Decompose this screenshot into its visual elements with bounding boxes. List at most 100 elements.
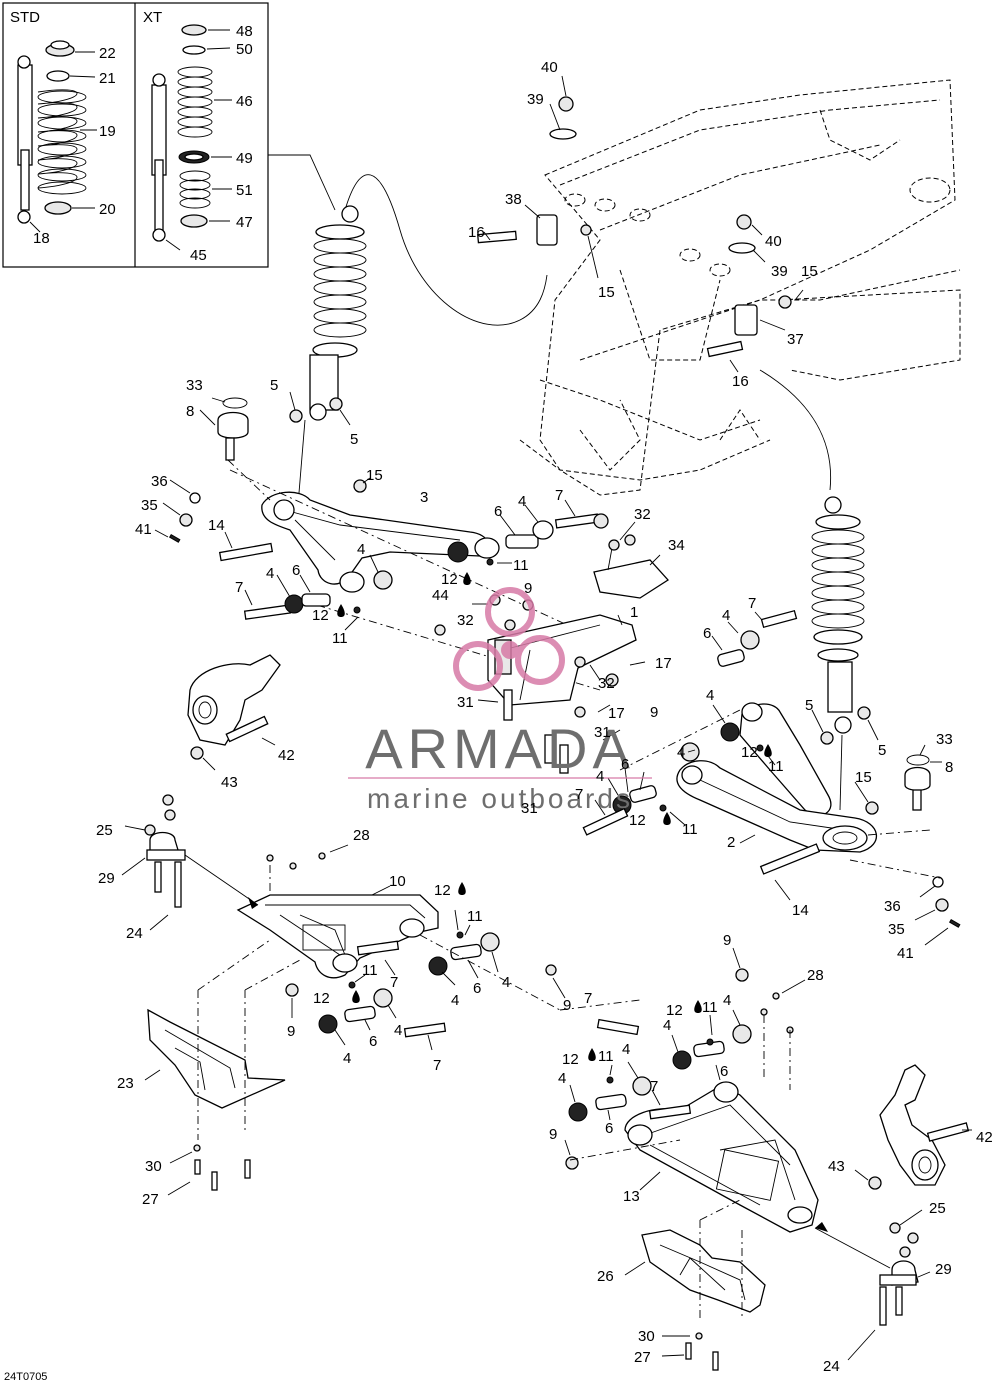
callout-32-top: 32 bbox=[634, 506, 651, 523]
callout-31-b: 31 bbox=[594, 724, 611, 741]
callout-24-right: 24 bbox=[823, 1358, 840, 1375]
callout-41-left: 41 bbox=[135, 521, 152, 538]
callout-41-right: 41 bbox=[897, 945, 914, 962]
callout-26: 26 bbox=[597, 1268, 614, 1285]
upper-mount-hardware bbox=[477, 96, 792, 358]
callout-27-right: 27 bbox=[634, 1349, 651, 1366]
callout-13: 13 bbox=[623, 1188, 640, 1205]
callout-11-lower-left-b: 11 bbox=[362, 962, 378, 979]
callout-7-lower-right-a: 7 bbox=[584, 990, 592, 1007]
callout-6-upper-left-b: 6 bbox=[292, 562, 300, 579]
callout-4-upper-left-b: 4 bbox=[357, 541, 365, 558]
left-ball-joint-lower bbox=[144, 794, 186, 908]
callout-28-right: 28 bbox=[807, 967, 824, 984]
callout-42-right: 42 bbox=[976, 1129, 993, 1146]
callout-12-right-a: 12 bbox=[741, 744, 758, 761]
callout-4-lower-left-a: 4 bbox=[451, 992, 459, 1009]
callout-7-right-b: 7 bbox=[575, 786, 583, 803]
callout-15-upper: 15 bbox=[598, 284, 615, 301]
armada-logo-icon bbox=[453, 587, 565, 691]
callout-5-right-a: 5 bbox=[805, 697, 813, 714]
callout-31-a: 31 bbox=[457, 694, 474, 711]
callout-18: 18 bbox=[33, 230, 50, 247]
callout-36-right: 36 bbox=[884, 898, 901, 915]
callout-35-right: 35 bbox=[888, 921, 905, 938]
callout-12-upper-left-a: 12 bbox=[441, 571, 458, 588]
callout-17-b: 17 bbox=[608, 705, 625, 722]
lower-left-a-arm bbox=[236, 894, 439, 979]
callout-44: 44 bbox=[432, 587, 449, 604]
callout-7-lower-left-a: 7 bbox=[390, 974, 398, 991]
xt-label: XT bbox=[143, 9, 162, 26]
callout-6-lower-left-b: 6 bbox=[369, 1033, 377, 1050]
callout-29-left: 29 bbox=[98, 870, 115, 887]
callout-22: 22 bbox=[99, 45, 116, 62]
upper-left-a-arm bbox=[261, 491, 500, 593]
callout-11-right-a: 11 bbox=[768, 758, 784, 775]
callout-11-right-b: 11 bbox=[682, 821, 698, 838]
callout-8-left: 8 bbox=[186, 403, 194, 420]
callout-21: 21 bbox=[99, 70, 116, 87]
callout-4-lower-right-b: 4 bbox=[663, 1017, 671, 1034]
callout-46: 46 bbox=[236, 93, 253, 110]
callout-49: 49 bbox=[236, 150, 253, 167]
part-callouts: 18 19 20 21 22 45 46 47 48 49 50 51 40 3… bbox=[33, 23, 993, 1375]
std-coil-spring bbox=[37, 89, 87, 195]
callout-6-lower-right-b: 6 bbox=[605, 1120, 613, 1137]
callout-30-left: 30 bbox=[145, 1158, 162, 1175]
callout-23: 23 bbox=[117, 1075, 134, 1092]
callout-19: 19 bbox=[99, 123, 116, 140]
callout-12-lower-left-a: 12 bbox=[434, 882, 451, 899]
callout-48: 48 bbox=[236, 23, 253, 40]
callout-4-upper-left-a: 4 bbox=[518, 493, 526, 510]
vehicle-frame-ghost bbox=[519, 79, 961, 496]
callout-9-lower-center: 9 bbox=[563, 997, 571, 1014]
left-shock-absorber bbox=[309, 205, 367, 421]
callout-33-right: 33 bbox=[936, 731, 953, 748]
callout-4-right-d: 4 bbox=[596, 768, 604, 785]
upper-left-ball-joint bbox=[217, 397, 249, 461]
callout-50: 50 bbox=[236, 41, 253, 58]
callout-4-right-c: 4 bbox=[677, 744, 685, 761]
watermark-brand: ARMADA bbox=[365, 717, 635, 780]
callout-11-upper-left-a: 11 bbox=[513, 557, 529, 574]
callout-9-upper-center: 9 bbox=[524, 580, 532, 597]
callout-37: 37 bbox=[787, 331, 804, 348]
callout-45: 45 bbox=[190, 247, 207, 264]
right-shock-absorber bbox=[811, 496, 865, 734]
lower-right-a-arm bbox=[676, 760, 878, 853]
callout-4-lower-right-d: 4 bbox=[558, 1070, 566, 1087]
callout-6-lower-left-a: 6 bbox=[473, 980, 481, 997]
callout-6-right-b: 6 bbox=[621, 756, 629, 773]
lower-right-lower-a-arm bbox=[624, 1081, 819, 1233]
callout-40-upper: 40 bbox=[541, 59, 558, 76]
callout-29-right: 29 bbox=[935, 1261, 952, 1278]
upper-right-a-arm bbox=[739, 702, 832, 816]
xt-coil-springs bbox=[177, 66, 213, 209]
callout-42-left: 42 bbox=[278, 747, 295, 764]
callout-7-lower-right-b: 7 bbox=[650, 1078, 658, 1095]
callout-25-right: 25 bbox=[929, 1200, 946, 1217]
callout-17-a: 17 bbox=[655, 655, 672, 672]
callout-11-lower-right-a: 11 bbox=[702, 999, 718, 1016]
std-spring-retainers bbox=[44, 40, 75, 215]
callout-7-right-a: 7 bbox=[748, 595, 756, 612]
callout-12-right-b: 12 bbox=[629, 812, 646, 829]
callout-11-lower-left-a: 11 bbox=[467, 908, 483, 925]
callout-36-left: 36 bbox=[151, 473, 168, 490]
callout-14-left: 14 bbox=[208, 517, 225, 534]
callout-12-lower-right-b: 12 bbox=[562, 1051, 579, 1068]
callout-7-upper-left-a: 7 bbox=[555, 487, 563, 504]
callout-43-left: 43 bbox=[221, 774, 238, 791]
right-ball-joint-upper bbox=[904, 754, 931, 811]
callout-12-lower-left-b: 12 bbox=[313, 990, 330, 1007]
callout-3: 3 bbox=[420, 489, 428, 506]
callout-6-lower-right-a: 6 bbox=[720, 1063, 728, 1080]
std-shock-absorber bbox=[17, 55, 33, 224]
callout-31-c: 31 bbox=[521, 800, 538, 817]
callout-6-right-a: 6 bbox=[703, 625, 711, 642]
callout-15-right: 15 bbox=[855, 769, 872, 786]
callout-20: 20 bbox=[99, 201, 116, 218]
callout-9-lower-left: 9 bbox=[287, 1023, 295, 1040]
